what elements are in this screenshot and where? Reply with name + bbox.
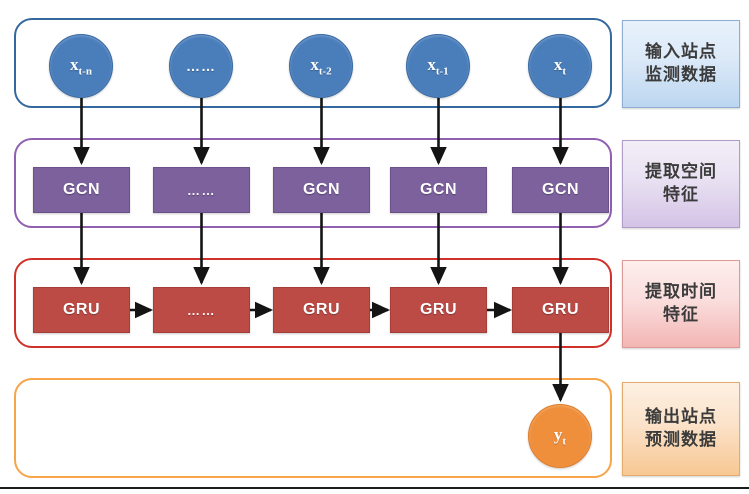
input-node-x-t[interactable]: xt	[528, 34, 592, 98]
gru-box-label: GRU	[62, 301, 101, 318]
gcn-box-4[interactable]: GCN	[390, 167, 487, 213]
gcn-box-5[interactable]: GCN	[512, 167, 609, 213]
node-subscript: t	[562, 65, 567, 78]
stage-label-line1: 提取时间	[645, 282, 717, 303]
gru-box-4[interactable]: GRU	[390, 287, 487, 333]
ellipsis-label: ……	[186, 58, 216, 74]
gcn-box-1[interactable]: GCN	[33, 167, 130, 213]
gru-box-label: GRU	[541, 301, 580, 318]
stage-label-line2: 特征	[663, 305, 699, 325]
stage-label-line2: 特征	[663, 185, 699, 205]
node-label: xt-1	[427, 54, 449, 78]
panel-temporal-layer	[14, 258, 612, 348]
node-label: xt	[553, 54, 567, 78]
stage-label-output: 输出站点 预测数据	[622, 382, 740, 476]
output-node-y-t[interactable]: yt	[528, 404, 592, 468]
panel-output-layer	[14, 378, 612, 478]
input-node-x-t-1[interactable]: xt-1	[406, 34, 470, 98]
gcn-box-label: GCN	[419, 181, 458, 198]
ellipsis-label: ……	[187, 182, 216, 198]
stage-label-line1: 提取空间	[645, 162, 717, 183]
gcn-box-ellipsis[interactable]: ……	[153, 167, 250, 213]
input-node-ellipsis[interactable]: ……	[169, 34, 233, 98]
panel-input-layer	[14, 18, 612, 108]
gru-box-5[interactable]: GRU	[512, 287, 609, 333]
panel-spatial-layer	[14, 138, 612, 228]
node-label: xt-2	[310, 54, 332, 78]
node-subscript: t-2	[318, 65, 332, 78]
page-bottom-rule	[0, 487, 749, 489]
gcn-box-3[interactable]: GCN	[273, 167, 370, 213]
ellipsis-label: ……	[187, 302, 216, 318]
gru-box-1[interactable]: GRU	[33, 287, 130, 333]
gcn-box-label: GCN	[62, 181, 101, 198]
stage-label-line1: 输出站点	[645, 407, 717, 428]
input-node-x-t-2[interactable]: xt-2	[289, 34, 353, 98]
stage-label-temporal: 提取时间 特征	[622, 260, 740, 348]
stage-label-line2: 监测数据	[645, 65, 717, 85]
gru-box-label: GRU	[419, 301, 458, 318]
stage-label-line2: 预测数据	[645, 430, 717, 450]
gru-box-label: GRU	[302, 301, 341, 318]
node-subscript: t	[562, 435, 567, 448]
node-subscript: t-n	[78, 65, 92, 78]
gru-box-3[interactable]: GRU	[273, 287, 370, 333]
input-node-x-t-n[interactable]: xt-n	[49, 34, 113, 98]
gcn-box-label: GCN	[541, 181, 580, 198]
node-label: xt-n	[70, 54, 92, 78]
stage-label-spatial: 提取空间 特征	[622, 140, 740, 228]
node-label: yt	[553, 424, 567, 448]
gru-box-ellipsis[interactable]: ……	[153, 287, 250, 333]
node-subscript: t-1	[435, 65, 449, 78]
gcn-box-label: GCN	[302, 181, 341, 198]
stage-label-line1: 输入站点	[645, 42, 717, 63]
stage-label-input: 输入站点 监测数据	[622, 20, 740, 108]
